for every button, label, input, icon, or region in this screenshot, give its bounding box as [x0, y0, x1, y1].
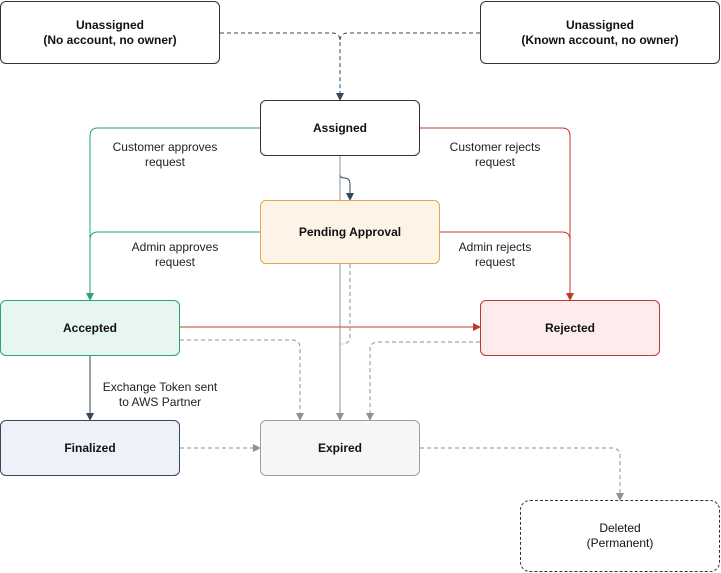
- node-title: Expired: [317, 440, 362, 455]
- edge-accepted-to-expired: [180, 339, 304, 421]
- node-finalized[interactable]: Finalized: [0, 420, 180, 476]
- edge-unassigned-right-to-assigned: [339, 32, 480, 42]
- node-title: Pending Approval: [298, 224, 402, 239]
- node-title: Accepted: [62, 320, 118, 335]
- edge-assigned-to-pending: [339, 156, 354, 201]
- label-customer-approves: Customer approves request: [112, 140, 218, 169]
- label-customer-rejects: Customer rejects request: [449, 140, 541, 169]
- label-admin-rejects: Admin rejects request: [458, 240, 532, 269]
- node-pending-approval[interactable]: Pending Approval: [260, 200, 440, 264]
- edge-pending-to-accepted: [89, 231, 260, 241]
- node-title: Deleted: [599, 521, 641, 535]
- label-exchange-token: Exchange Token sent to AWS Partner: [102, 380, 218, 409]
- edge-assigned-to-accepted: [86, 127, 260, 301]
- edge-unassigned-left-to-assigned: [220, 32, 344, 101]
- node-subtitle: (Permanent): [586, 536, 654, 550]
- node-subtitle: (Known account, no owner): [521, 32, 679, 47]
- node-assigned[interactable]: Assigned: [260, 100, 420, 156]
- edge-pending-to-rejected: [440, 231, 571, 241]
- label-admin-approves: Admin approves request: [131, 240, 219, 269]
- node-deleted[interactable]: Deleted (Permanent): [520, 500, 720, 572]
- node-subtitle: (No account, no owner): [43, 32, 177, 47]
- node-accepted[interactable]: Accepted: [0, 300, 180, 356]
- node-title: Unassigned: [75, 17, 144, 32]
- node-title: Unassigned: [565, 17, 634, 32]
- edge-assigned-to-rejected: [420, 127, 574, 301]
- node-rejected[interactable]: Rejected: [480, 300, 660, 356]
- node-title: Rejected: [544, 320, 596, 335]
- node-unassigned-known-account[interactable]: Unassigned (Known account, no owner): [480, 1, 720, 64]
- edge-pending-to-expired: [341, 264, 351, 345]
- edge-rejected-to-expired: [366, 341, 480, 421]
- node-title: Assigned: [312, 120, 367, 135]
- node-title: Finalized: [64, 440, 116, 455]
- node-unassigned-no-account[interactable]: Unassigned (No account, no owner): [0, 1, 220, 64]
- edge-expired-to-deleted: [420, 447, 624, 501]
- node-expired[interactable]: Expired: [260, 420, 420, 476]
